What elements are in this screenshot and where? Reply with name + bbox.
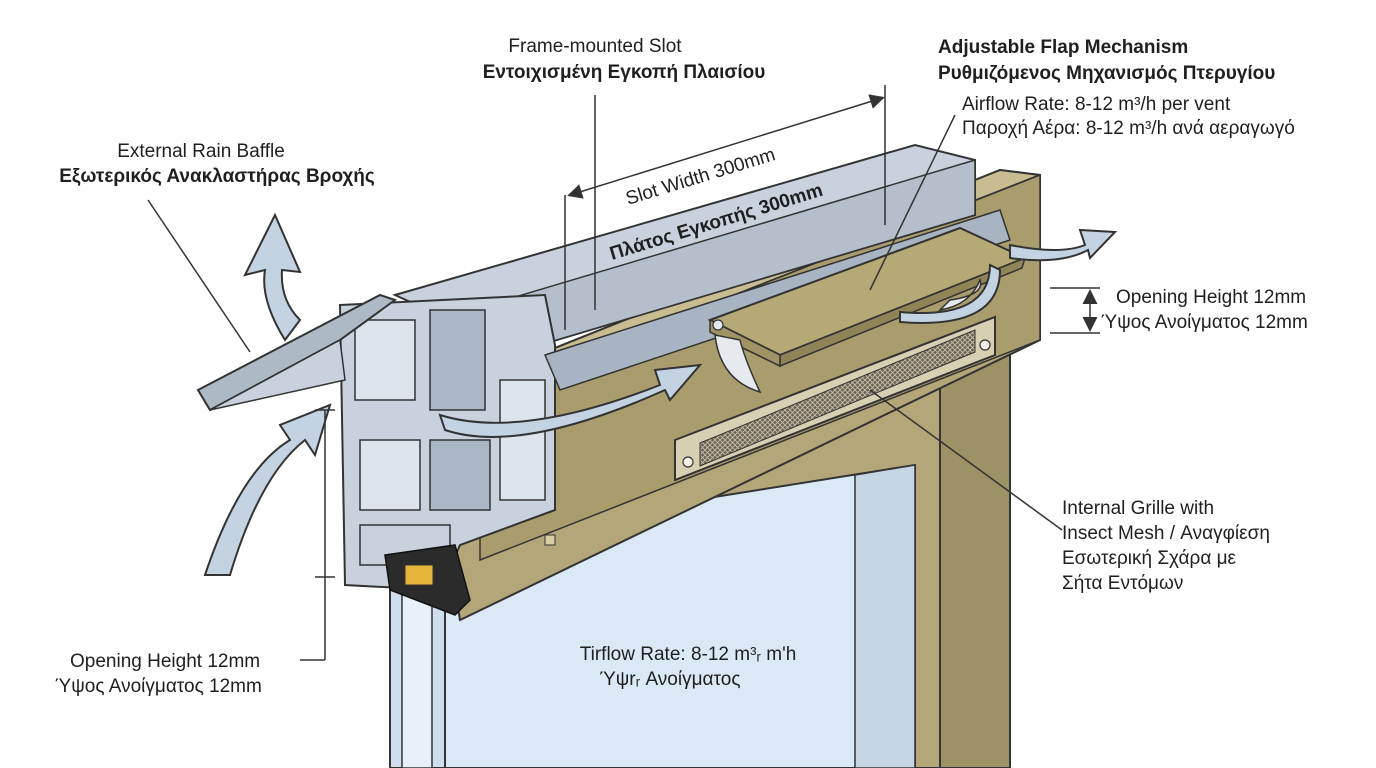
leader-lines bbox=[147, 85, 1100, 661]
flap-curl-arrow-icon bbox=[899, 263, 1002, 324]
glass-text-line2: Ύψrᵣ Ανοίγματος bbox=[600, 669, 741, 690]
rain-baffle-en: External Rain Baffle bbox=[117, 141, 285, 162]
grille-line3: Εσωτερική Σχάρα με bbox=[1062, 548, 1237, 569]
exhaust-arrow-icon bbox=[243, 212, 302, 342]
label-rain-baffle: External Rain Baffle Εξωτερικός Ανακλαστ… bbox=[59, 141, 375, 187]
grille-line4: Σήτα Εντόμων bbox=[1062, 573, 1183, 594]
label-frame-slot: Frame-mounted Slot Εντοιχισμένη Εγκοπή Π… bbox=[483, 36, 766, 83]
airflow-arrows bbox=[203, 212, 1118, 576]
rain-baffle bbox=[196, 293, 398, 412]
intake-arrow-icon bbox=[203, 403, 332, 576]
label-glass-text: Tirflow Rate: 8-12 m³ᵣ m'h Ύψrᵣ Ανοίγματ… bbox=[580, 644, 797, 690]
label-opening-height-right: Opening Height 12mm Ύψος Ανοίγματος 12mm bbox=[1101, 287, 1308, 333]
grille-line2: Insect Mesh / Αναγφίεση bbox=[1062, 523, 1270, 544]
frame-slot-en: Frame-mounted Slot bbox=[508, 36, 682, 57]
opening-height-right-en: Opening Height 12mm bbox=[1116, 287, 1306, 308]
flap-el: Ρυθμιζόμενος Μηχανισμός Πτερυγίου bbox=[938, 63, 1275, 84]
outlet-arrow-icon bbox=[1009, 228, 1118, 262]
label-flap: Adjustable Flap Mechanism Ρυθμιζόμενος Μ… bbox=[938, 37, 1275, 84]
frame-slot-el: Εντοιχισμένη Εγκοπή Πλαισίου bbox=[483, 62, 766, 83]
flap-en: Adjustable Flap Mechanism bbox=[938, 37, 1188, 58]
rain-baffle-el: Εξωτερικός Ανακλαστήρας Βροχής bbox=[59, 166, 375, 187]
internal-grille bbox=[674, 315, 996, 482]
opening-height-right-el: Ύψος Ανοίγματος 12mm bbox=[1101, 312, 1308, 333]
label-grille: Internal Grille with Insect Mesh / Αναγφ… bbox=[1062, 498, 1270, 594]
label-opening-height-left: Opening Height 12mm Ύψος Ανοίγματος 12mm bbox=[55, 651, 262, 697]
opening-height-left-el: Ύψος Ανοίγματος 12mm bbox=[55, 676, 262, 697]
airflow-el: Παροχή Αέρα: 8-12 m³/h ανά αεραγωγό bbox=[962, 118, 1295, 139]
label-airflow: Airflow Rate: 8-12 m³/h per vent Παροχή … bbox=[962, 94, 1295, 139]
opening-height-left-en: Opening Height 12mm bbox=[70, 651, 260, 672]
grille-line1: Internal Grille with bbox=[1062, 498, 1214, 519]
glass-text-line1: Tirflow Rate: 8-12 m³ᵣ m'h bbox=[580, 644, 797, 665]
through-arrow-icon bbox=[438, 363, 703, 438]
airflow-en: Airflow Rate: 8-12 m³/h per vent bbox=[962, 94, 1231, 115]
